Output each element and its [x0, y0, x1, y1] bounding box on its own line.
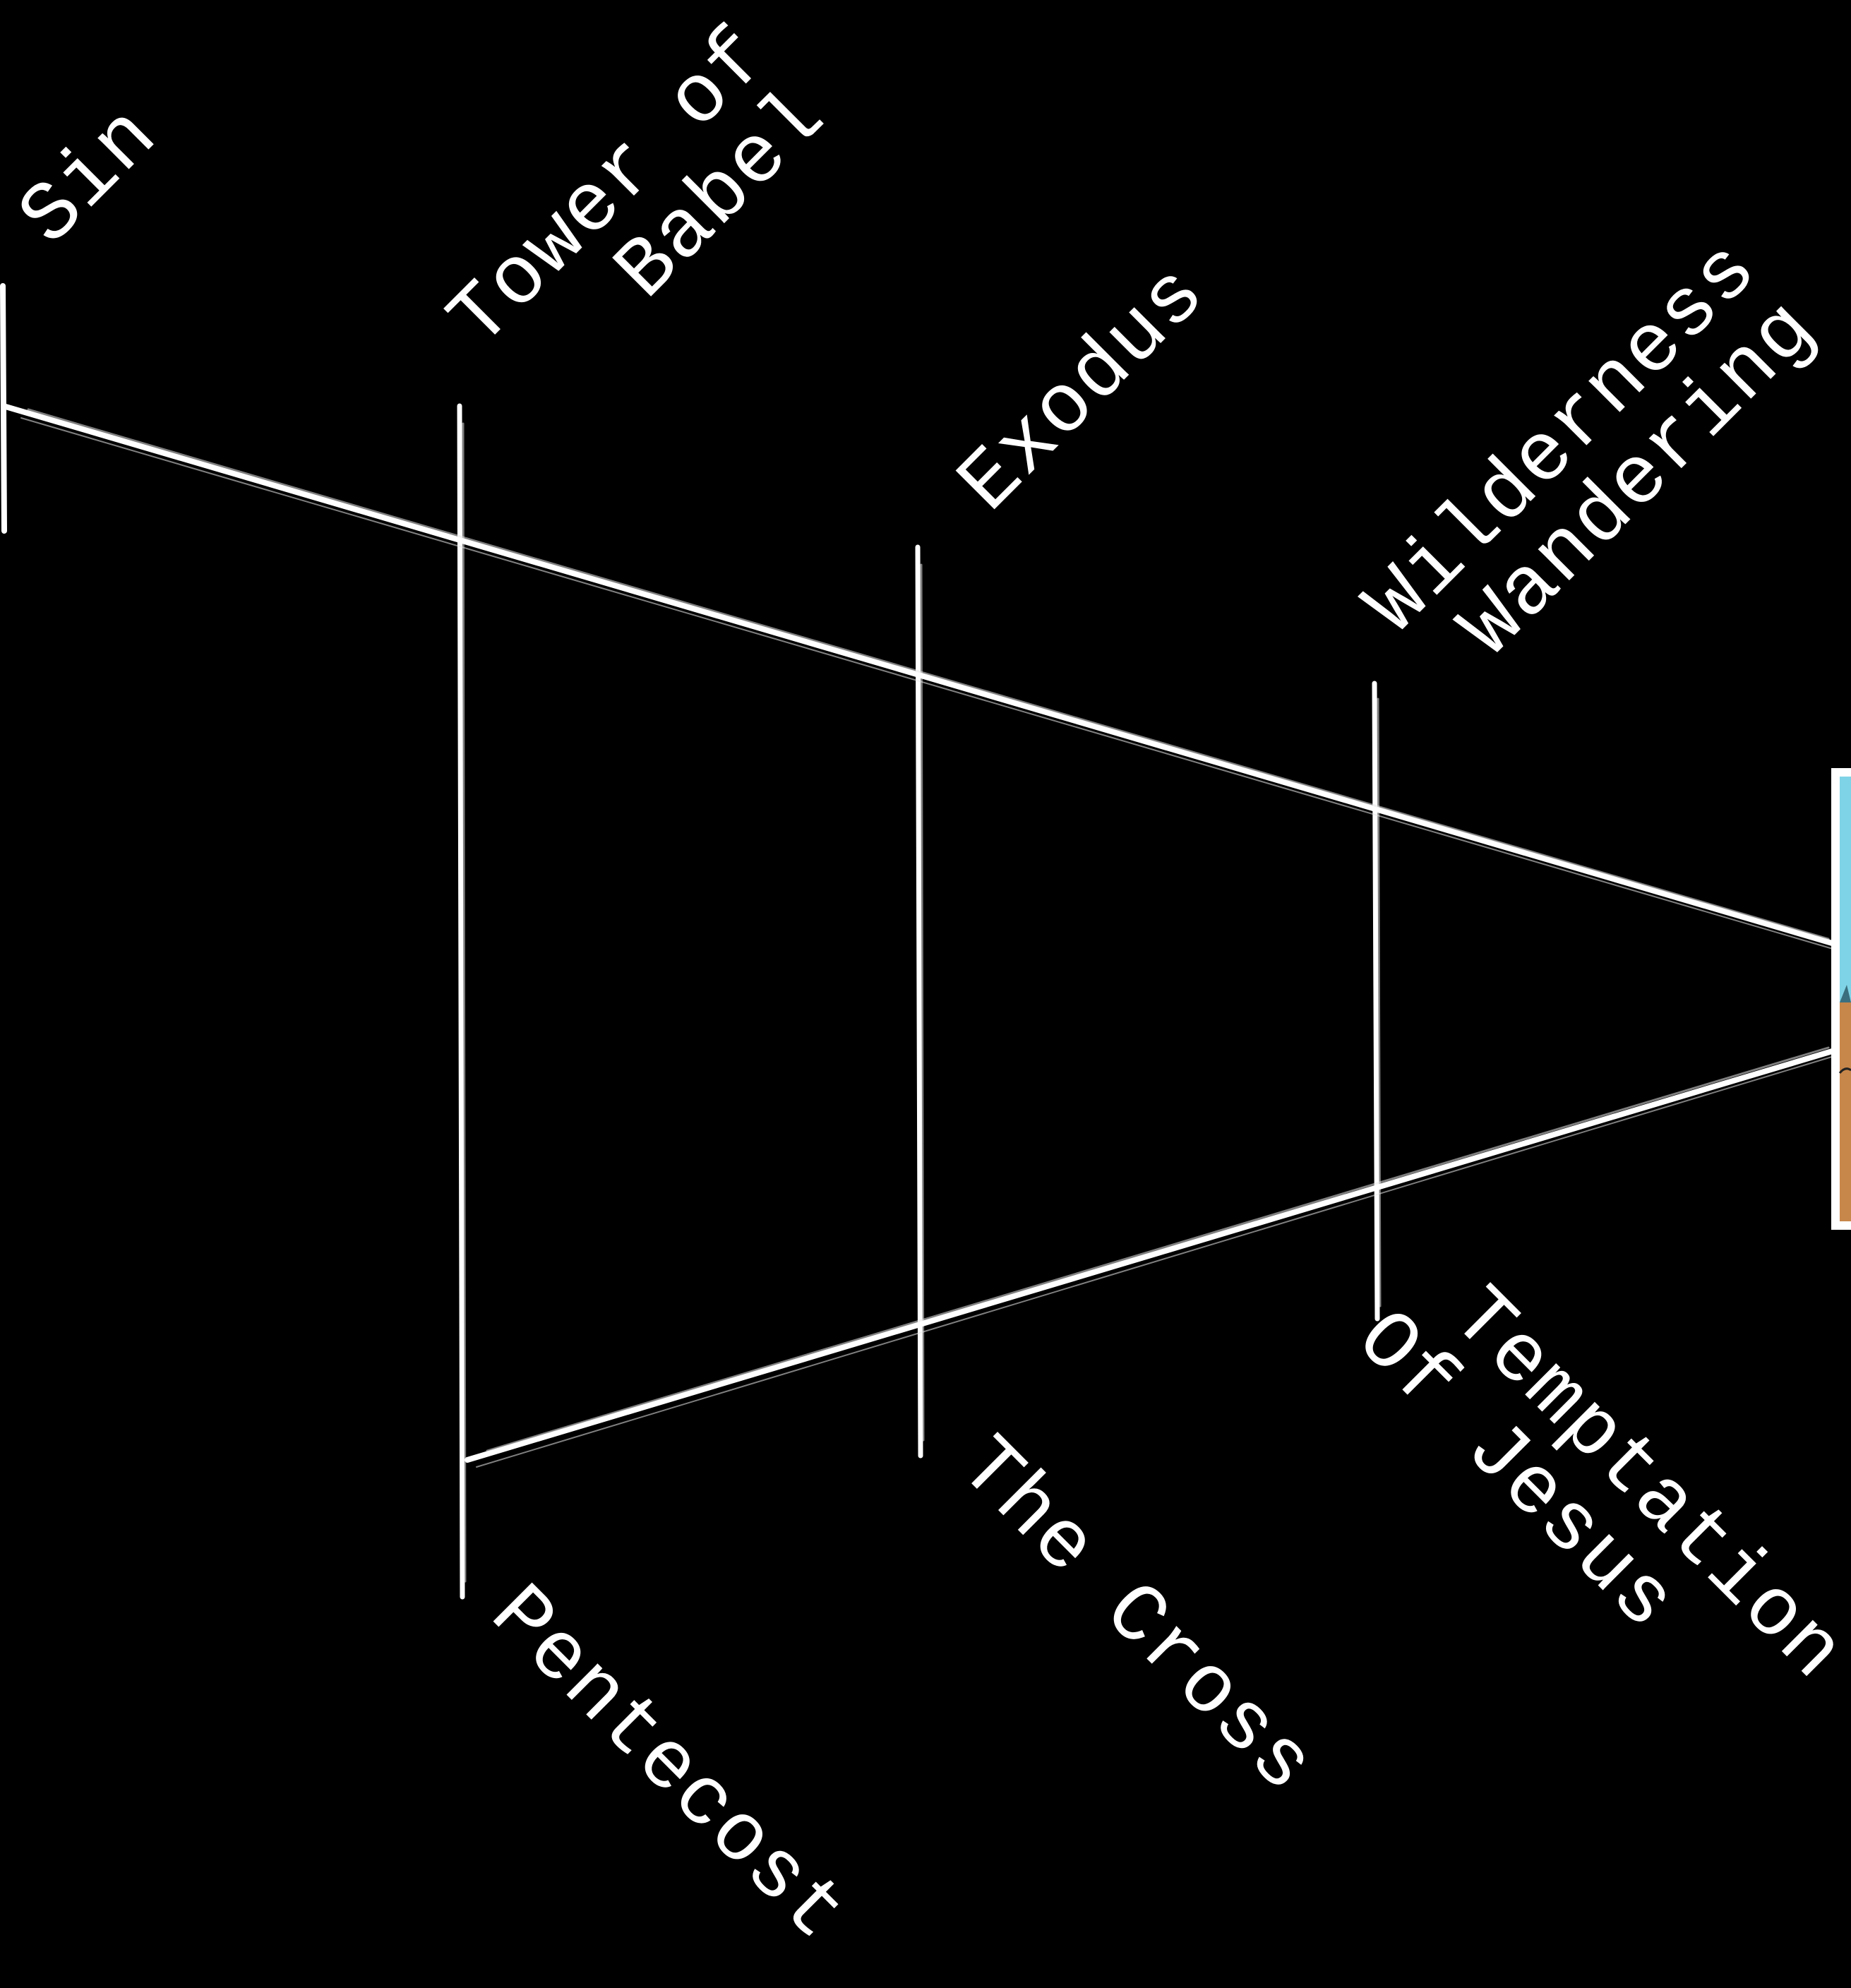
picture-ground	[1840, 1002, 1851, 1221]
picture-sky	[1840, 777, 1851, 1002]
marker-tower-pentecost	[460, 406, 465, 1597]
landscape-picture-icon	[1831, 768, 1851, 1230]
marker-wilderness-temptation	[1374, 683, 1380, 1319]
